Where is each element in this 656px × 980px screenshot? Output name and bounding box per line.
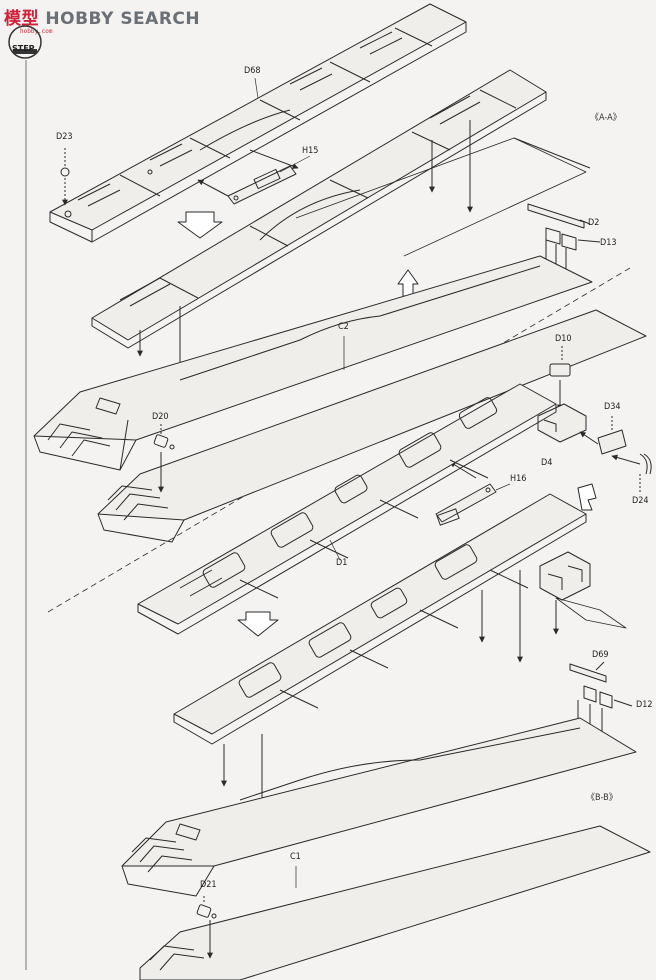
part-d21 bbox=[196, 904, 217, 919]
part-d10 bbox=[549, 363, 571, 377]
part-track-lower-a bbox=[91, 69, 547, 349]
part-d4 bbox=[537, 403, 587, 443]
label-d21: D21 bbox=[200, 880, 217, 890]
part-track-lower-b bbox=[173, 493, 587, 745]
part-d12 bbox=[583, 685, 613, 709]
label-section-aa: 《A-A》 bbox=[590, 113, 622, 123]
label-d24: D24 bbox=[632, 496, 649, 506]
step-badge-icon bbox=[8, 25, 42, 59]
part-h16 bbox=[435, 483, 497, 526]
part-d2 bbox=[527, 203, 585, 229]
brand-watermark: 模型 HOBBY SEARCH bbox=[4, 9, 201, 29]
part-c1 bbox=[121, 717, 637, 897]
label-d20: D20 bbox=[152, 412, 169, 422]
down-arrow-icon-2 bbox=[237, 611, 279, 637]
part-d13 bbox=[545, 227, 577, 251]
label-d10: D10 bbox=[555, 334, 572, 344]
label-h16: H16 bbox=[510, 474, 527, 484]
label-c2: C2 bbox=[338, 322, 349, 332]
label-d68: D68 bbox=[244, 66, 261, 76]
part-d23 bbox=[60, 167, 70, 177]
label-d23: D23 bbox=[56, 132, 73, 142]
part-d34 bbox=[597, 429, 627, 455]
label-d69: D69 bbox=[592, 650, 609, 660]
part-h15 bbox=[227, 165, 297, 205]
down-arrow-icon bbox=[177, 211, 223, 239]
label-d4: D4 bbox=[541, 458, 553, 468]
part-c2 bbox=[33, 255, 593, 471]
label-d1: D1 bbox=[336, 558, 348, 568]
label-d12: D12 bbox=[636, 700, 653, 710]
part-d68 bbox=[49, 3, 467, 243]
part-box-assembly bbox=[539, 551, 591, 601]
up-arrow-icon bbox=[397, 269, 419, 297]
part-d69 bbox=[569, 663, 607, 683]
label-section-bb: 《B-B》 bbox=[586, 793, 618, 803]
part-c2-lower bbox=[97, 309, 647, 543]
label-c1: C1 bbox=[290, 852, 301, 862]
step-label: STEP bbox=[12, 44, 35, 53]
part-d1 bbox=[137, 383, 557, 635]
label-d13: D13 bbox=[600, 238, 617, 248]
part-d24 bbox=[639, 453, 652, 475]
label-d2: D2 bbox=[588, 218, 600, 228]
diag-arrow-icon bbox=[577, 483, 597, 511]
part-d20 bbox=[153, 434, 175, 450]
label-h15: H15 bbox=[302, 146, 319, 156]
label-d34: D34 bbox=[604, 402, 621, 412]
part-c1-lower bbox=[139, 825, 651, 980]
